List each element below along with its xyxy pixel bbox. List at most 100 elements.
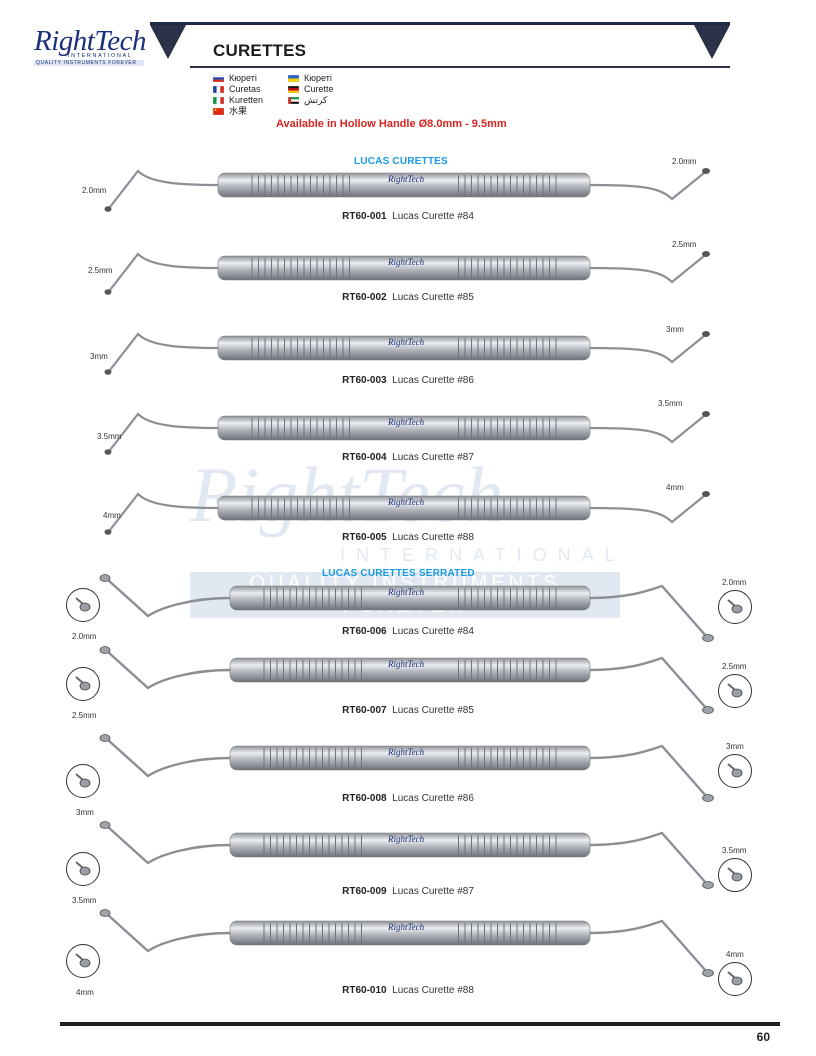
instrument-code: RT60-002 [342, 292, 387, 303]
instrument-caption: RT60-007 Lucas Curette #85 [0, 705, 816, 716]
size-label-right: 4mm [726, 950, 744, 959]
size-label-right: 3.5mm [658, 399, 683, 408]
tip-detail-left-icon [66, 667, 100, 701]
header-underline [190, 66, 730, 68]
instrument-code: RT60-003 [342, 375, 387, 386]
size-label-left: 2.5mm [88, 266, 113, 275]
instrument-code: RT60-005 [342, 532, 387, 543]
instrument-caption: RT60-006 Lucas Curette #84 [0, 626, 816, 637]
instrument-code: RT60-010 [342, 985, 387, 996]
tip-detail-right-icon [718, 674, 752, 708]
size-label-left: 2.0mm [72, 632, 97, 641]
header-triangle-right [694, 25, 730, 59]
brand-tagline: QUALITY INSTRUMENTS FOREVER [34, 60, 144, 66]
tip-detail-right-icon [718, 858, 752, 892]
instrument-name: Lucas Curette #87 [392, 886, 474, 897]
size-label-left: 4mm [76, 988, 94, 997]
size-label-right: 3mm [726, 742, 744, 751]
handle-brand: RightTech [388, 747, 425, 757]
footer-rule [60, 1022, 780, 1026]
instrument-name: Lucas Curette #88 [392, 532, 474, 543]
size-label-left: 4mm [103, 511, 121, 520]
size-label-right: 3.5mm [722, 846, 747, 855]
header-band [150, 22, 730, 25]
size-label-right: 2.0mm [672, 157, 697, 166]
brand-subtitle: INTERNATIONAL [68, 53, 133, 59]
instrument-name: Lucas Curette #84 [392, 211, 474, 222]
tip-detail-right-icon [718, 962, 752, 996]
size-label-left: 3mm [76, 808, 94, 817]
language-item: Kuretten [213, 94, 263, 106]
size-label-right: 4mm [666, 483, 684, 492]
handle-brand: RightTech [388, 257, 425, 267]
handle-brand: RightTech [388, 922, 425, 932]
instrument-caption: RT60-001 Lucas Curette #84 [0, 211, 816, 222]
instrument-name: Lucas Curette #86 [392, 793, 474, 804]
instrument-name: Lucas Curette #87 [392, 452, 474, 463]
flag-icon [213, 86, 224, 93]
instrument-code: RT60-004 [342, 452, 387, 463]
size-label-right: 2.5mm [722, 662, 747, 671]
language-item: 水果 [213, 105, 247, 117]
instrument-caption: RT60-008 Lucas Curette #86 [0, 793, 816, 804]
page-number: 60 [756, 1030, 770, 1044]
size-label-left: 3.5mm [72, 896, 97, 905]
tip-detail-right-icon [718, 754, 752, 788]
tip-detail-left-icon [66, 852, 100, 886]
instrument-name: Lucas Curette #86 [392, 375, 474, 386]
handle-brand: RightTech [388, 659, 425, 669]
handle-brand: RightTech [388, 587, 425, 597]
handle-brand: RightTech [388, 417, 425, 427]
brand-name: RightTech [34, 25, 147, 57]
size-label-right: 3mm [666, 325, 684, 334]
tip-detail-left-icon [66, 588, 100, 622]
size-label-right: 2.5mm [672, 240, 697, 249]
section-title-serrated: LUCAS CURETTES SERRATED [322, 568, 475, 579]
instrument-name: Lucas Curette #85 [392, 705, 474, 716]
instrument-code: RT60-007 [342, 705, 387, 716]
instrument-caption: RT60-005 Lucas Curette #88 [0, 532, 816, 543]
instrument-name: Lucas Curette #85 [392, 292, 474, 303]
header-triangle-left [150, 25, 186, 59]
handle-brand: RightTech [388, 497, 425, 507]
tip-detail-right-icon [718, 590, 752, 624]
instrument-caption: RT60-002 Lucas Curette #85 [0, 292, 816, 303]
flag-icon [213, 108, 224, 115]
section-title-lucas: LUCAS CURETTES [354, 156, 448, 167]
instrument-code: RT60-006 [342, 626, 387, 637]
size-label-left: 2.5mm [72, 711, 97, 720]
handle-brand: RightTech [388, 174, 425, 184]
language-item: Кюреті [288, 72, 332, 84]
language-item: Curette [288, 83, 334, 95]
size-label-left: 3.5mm [97, 432, 122, 441]
instrument-caption: RT60-010 Lucas Curette #88 [0, 985, 816, 996]
instrument-caption: RT60-009 Lucas Curette #87 [0, 886, 816, 897]
availability-note: Available in Hollow Handle Ø8.0mm - 9.5m… [276, 118, 507, 130]
language-item: كرتش [288, 94, 327, 106]
instrument-code: RT60-001 [342, 211, 387, 222]
instrument-name: Lucas Curette #84 [392, 626, 474, 637]
instrument-code: RT60-008 [342, 793, 387, 804]
flag-icon [288, 75, 299, 82]
page-title: CURETTES [213, 41, 307, 60]
instrument-code: RT60-009 [342, 886, 387, 897]
instrument-name: Lucas Curette #88 [392, 985, 474, 996]
tip-detail-left-icon [66, 944, 100, 978]
instrument-caption: RT60-003 Lucas Curette #86 [0, 375, 816, 386]
flag-icon [288, 86, 299, 93]
brand-logo: RightTech INTERNATIONAL QUALITY INSTRUME… [34, 25, 147, 66]
size-label-left: 2.0mm [82, 186, 107, 195]
handle-brand: RightTech [388, 337, 425, 347]
language-item: Кюреті [213, 72, 257, 84]
language-item: Curetas [213, 83, 261, 95]
